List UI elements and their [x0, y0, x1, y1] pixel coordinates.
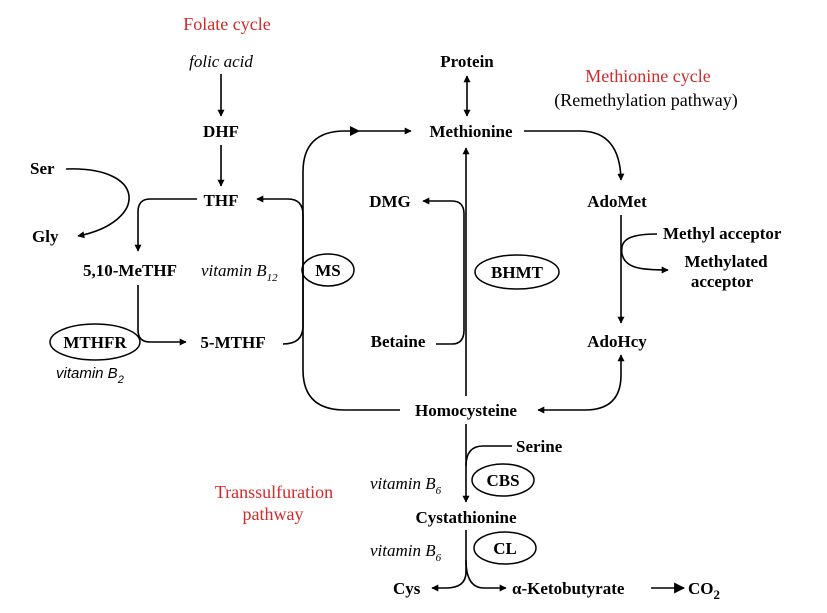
arrow-adohcy-homocysteine: [537, 354, 625, 414]
arrow-methionine-to-adomet: [524, 130, 625, 181]
transsulfuration-title-line2: pathway: [243, 504, 304, 524]
ms-enzyme: [301, 253, 355, 287]
vitamin-b6-cbs-label: vitamin B6: [370, 474, 442, 497]
arrow-methyl-acceptor-to-methylated: [620, 233, 669, 274]
ms-label: MS: [315, 261, 341, 280]
remethylation-subtitle: (Remethylation pathway): [554, 90, 737, 111]
serine-label: Serine: [516, 437, 563, 456]
arrow-cystathionine-to-cys: [431, 530, 467, 592]
methyl-acceptor-label: Methyl acceptor: [663, 224, 782, 243]
vitamin-b12-label: vitamin B12: [201, 261, 278, 284]
mthfr-enzyme: [49, 323, 141, 361]
methionine-label: Methionine: [429, 122, 513, 141]
cystathionine-label: Cystathionine: [415, 508, 517, 527]
arrow-methylene-to-methyl-thf: [137, 285, 187, 346]
ser-label: Ser: [30, 159, 55, 178]
protein-label: Protein: [440, 52, 494, 71]
co2-label: CO2: [688, 579, 720, 602]
folic-acid-label: folic acid: [189, 52, 253, 71]
arrow-ser-to-gly: [65, 168, 130, 239]
cl-label: CL: [493, 539, 517, 558]
dmg-label: DMG: [369, 192, 411, 211]
arrow-cystathionine-to-ketobutyrate: [465, 559, 507, 592]
cbs-label: CBS: [486, 471, 519, 490]
arrow-thf-to-methylene-thf: [134, 198, 197, 252]
vitamin-b2-label: vitamin B2: [56, 365, 124, 386]
arrowhead-mid-ms-loop: [350, 126, 360, 136]
bhmt-label: BHMT: [491, 263, 544, 282]
gly-label: Gly: [32, 227, 59, 246]
methylene-thf-label: 5,10-MeTHF: [83, 261, 177, 280]
adohcy-label: AdoHcy: [587, 332, 647, 351]
thf-label: THF: [204, 191, 239, 210]
bhmt-enzyme: [474, 254, 560, 290]
methyl-thf-label: 5-MTHF: [200, 333, 265, 352]
folate-cycle-title: Folate cycle: [183, 14, 270, 34]
ketobutyrate-label: α-Ketobutyrate: [512, 579, 625, 598]
cys-label: Cys: [393, 579, 421, 598]
methylated-acceptor-label-line2: acceptor: [691, 272, 754, 291]
transsulfuration-title: Transsulfuration: [215, 482, 333, 502]
adomet-label: AdoMet: [587, 192, 647, 211]
mthfr-label: MTHFR: [63, 333, 127, 352]
methylated-acceptor-label: Methylated: [684, 252, 768, 271]
betaine-label: Betaine: [371, 332, 426, 351]
dhf-label: DHF: [203, 122, 239, 141]
arrow-betaine-to-dmg: [422, 197, 465, 345]
homocysteine-label: Homocysteine: [415, 401, 517, 420]
arrow-homocysteine-to-methionine-ms: [302, 127, 412, 411]
methionine-cycle-title: Methionine cycle: [585, 66, 710, 86]
vitamin-b6-cl-label: vitamin B6: [370, 541, 442, 564]
cbs-enzyme: [471, 463, 535, 497]
serine-input-line: [465, 445, 512, 467]
cl-enzyme: [473, 531, 537, 565]
